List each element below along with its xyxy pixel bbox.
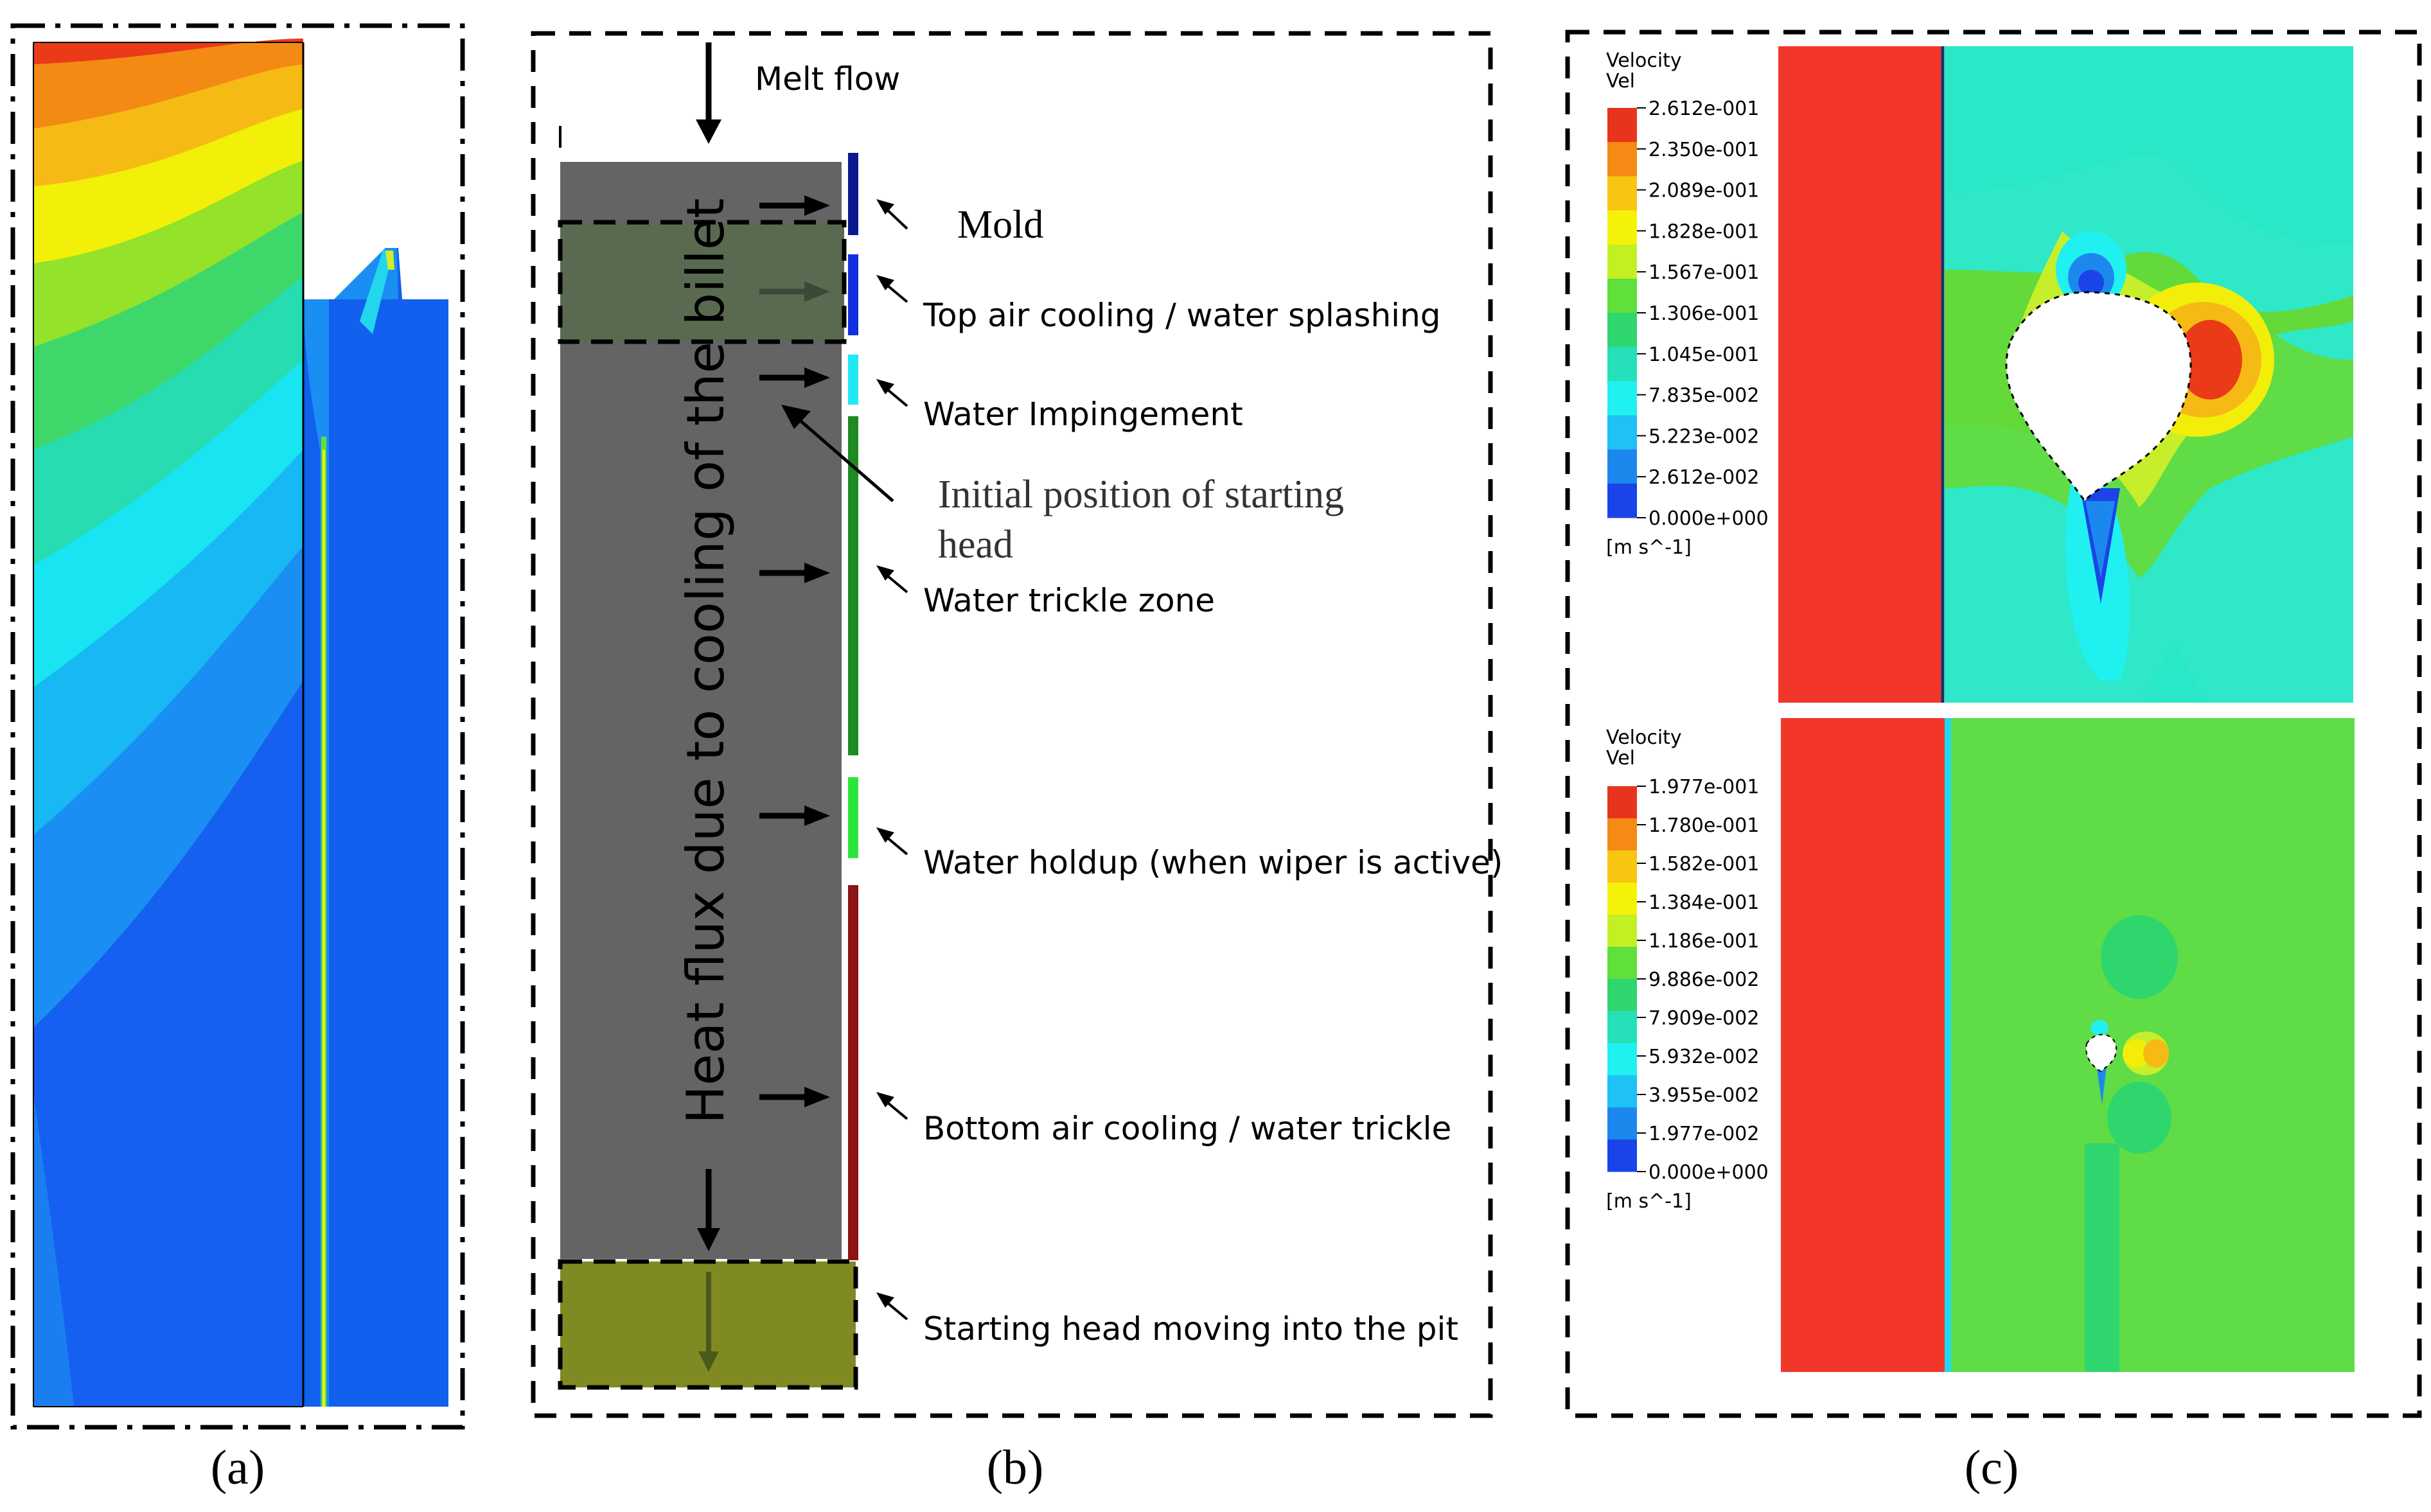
flux-arrow <box>759 563 830 583</box>
label-trickle: Water trickle zone <box>923 582 1215 619</box>
panel-a-caption: (a) <box>211 1441 265 1495</box>
legend-color-swatch <box>1607 1107 1637 1140</box>
heat-flux-vertical-text: Heat flux due to cooling of the billet <box>676 198 736 1124</box>
label-bottom-air: Bottom air cooling / water trickle <box>923 1110 1451 1147</box>
flux-arrow <box>759 195 830 216</box>
legend-color-swatch <box>1607 883 1637 915</box>
legend-color-swatch <box>1607 347 1637 382</box>
legend-color-swatch <box>1607 483 1637 518</box>
legend-color-swatch <box>1607 278 1637 313</box>
panel-c: Velocity Vel 2.612e-001 2.350e-001 2.089e-… <box>1565 30 2422 1495</box>
bubble-bottom <box>2085 1033 2117 1073</box>
flux-arrow <box>759 281 830 302</box>
strip-top-air <box>848 254 858 335</box>
flux-arrow <box>759 1087 830 1107</box>
label-mold: Mold <box>957 203 1043 247</box>
legend-tick-label: 1.828e-001 <box>1649 220 1759 243</box>
label-holdup: Water holdup (when wiper is active) <box>923 844 1503 881</box>
legend-tick-label: 0.000e+000 <box>1649 1161 1769 1184</box>
legend-tick-label: 1.186e-001 <box>1649 930 1759 953</box>
legend-color-swatch <box>1607 850 1637 883</box>
legend-color-swatch <box>1607 915 1637 947</box>
legend-tick-label: 1.045e-001 <box>1649 344 1759 366</box>
legend-color-swatch <box>1607 818 1637 851</box>
velocity-field-bottom <box>1781 718 2355 1372</box>
panel-c-frame <box>1565 30 2422 1418</box>
initial-position-pointer <box>795 416 894 502</box>
legend-tick-label: 3.955e-002 <box>1649 1084 1759 1107</box>
panel-c-caption: (c) <box>1965 1441 2019 1495</box>
legend-tick-label: 2.612e-001 <box>1649 98 1759 120</box>
initial-position-label-line2: head <box>938 523 1013 567</box>
legend-tick-label: 5.223e-002 <box>1649 425 1759 448</box>
legend-color-swatch <box>1607 415 1637 450</box>
legend-tick-label: 1.780e-001 <box>1649 814 1759 837</box>
legend-color-swatch <box>1607 108 1637 143</box>
strip-bottom-air <box>848 885 858 1260</box>
strip-holdup <box>848 777 858 858</box>
flux-arrow <box>759 805 830 826</box>
label-starting-head: Starting head moving into the pit <box>923 1310 1458 1348</box>
legend-color-swatch <box>1607 786 1637 819</box>
legend-tick-label: 0.000e+000 <box>1649 507 1769 530</box>
legend-color-swatch <box>1607 381 1637 416</box>
panel-b-caption: (b) <box>987 1441 1044 1495</box>
legend-tick-label: 7.909e-002 <box>1649 1007 1759 1030</box>
legend-tick-label: 1.977e-001 <box>1649 776 1759 798</box>
strip-impingement <box>848 355 858 405</box>
legend-tick-label: 1.306e-001 <box>1649 303 1759 325</box>
panel-b: Melt flow Heat flux due to cooling of th… <box>531 31 1503 1495</box>
legend-unit: [m s^-1] <box>1606 536 1692 559</box>
panel-b-frame <box>531 31 1493 1418</box>
legend-title: Velocity <box>1606 726 1682 749</box>
cooling-zone-strips <box>848 153 858 1260</box>
strip-trickle <box>848 416 858 755</box>
legend-color-swatch <box>1607 1011 1637 1044</box>
panel-a: (a) <box>10 23 465 1495</box>
legend-subtitle: Vel <box>1606 70 1635 92</box>
legend-unit: [m s^-1] <box>1606 1190 1692 1213</box>
velocity-field-top <box>1778 46 2353 703</box>
heat-flux-arrows <box>759 195 830 1107</box>
legend-color-swatch <box>1607 1075 1637 1108</box>
legend-color-swatch <box>1607 947 1637 980</box>
label-top-air: Top air cooling / water splashing <box>923 297 1441 334</box>
legend-tick-label: 1.567e-001 <box>1649 261 1759 284</box>
legend-color-swatch <box>1607 210 1637 245</box>
legend-tick-label: 2.350e-001 <box>1649 139 1759 161</box>
initial-position-label-line1: Initial position of starting <box>938 473 1344 516</box>
melt-flow-label: Melt flow <box>755 60 900 98</box>
label-pointers <box>876 199 908 1321</box>
legend-subtitle: Vel <box>1606 747 1635 769</box>
legend-tick-label: 7.835e-002 <box>1649 385 1759 407</box>
legend-tick-label: 5.932e-002 <box>1649 1046 1759 1068</box>
velocity-legend-bottom: Velocity Vel 1.977e-001 1.780e-001 1.582e-… <box>1606 726 1769 1213</box>
legend-tick-label: 2.089e-001 <box>1649 180 1759 202</box>
flux-arrow <box>759 367 830 388</box>
legend-tick-label: 9.886e-002 <box>1649 969 1759 991</box>
legend-color-swatch <box>1607 979 1637 1012</box>
legend-color-swatch <box>1607 449 1637 484</box>
contour-edge <box>33 1092 74 1407</box>
legend-tick-label: 2.612e-002 <box>1649 466 1759 489</box>
label-impingement: Water Impingement <box>923 396 1243 433</box>
legend-tick-label: 1.977e-002 <box>1649 1123 1759 1145</box>
legend-title: Velocity <box>1606 49 1682 72</box>
legend-color-swatch <box>1607 176 1637 211</box>
temperature-contours <box>33 39 303 1407</box>
legend-color-swatch <box>1607 1043 1637 1076</box>
velocity-legend-top: Velocity Vel 2.612e-001 2.350e-001 2.089e-… <box>1606 49 1769 559</box>
mold-box <box>558 220 847 344</box>
legend-color-swatch <box>1607 1139 1637 1172</box>
legend-tick-label: 1.384e-001 <box>1649 892 1759 914</box>
strip-mold <box>848 153 858 235</box>
legend-tick-label: 1.582e-001 <box>1649 853 1759 875</box>
legend-color-swatch <box>1607 313 1637 347</box>
billet-body <box>560 162 842 1259</box>
legend-color-swatch <box>1607 142 1637 177</box>
bubble-top <box>2005 291 2192 503</box>
legend-color-swatch <box>1607 244 1637 279</box>
